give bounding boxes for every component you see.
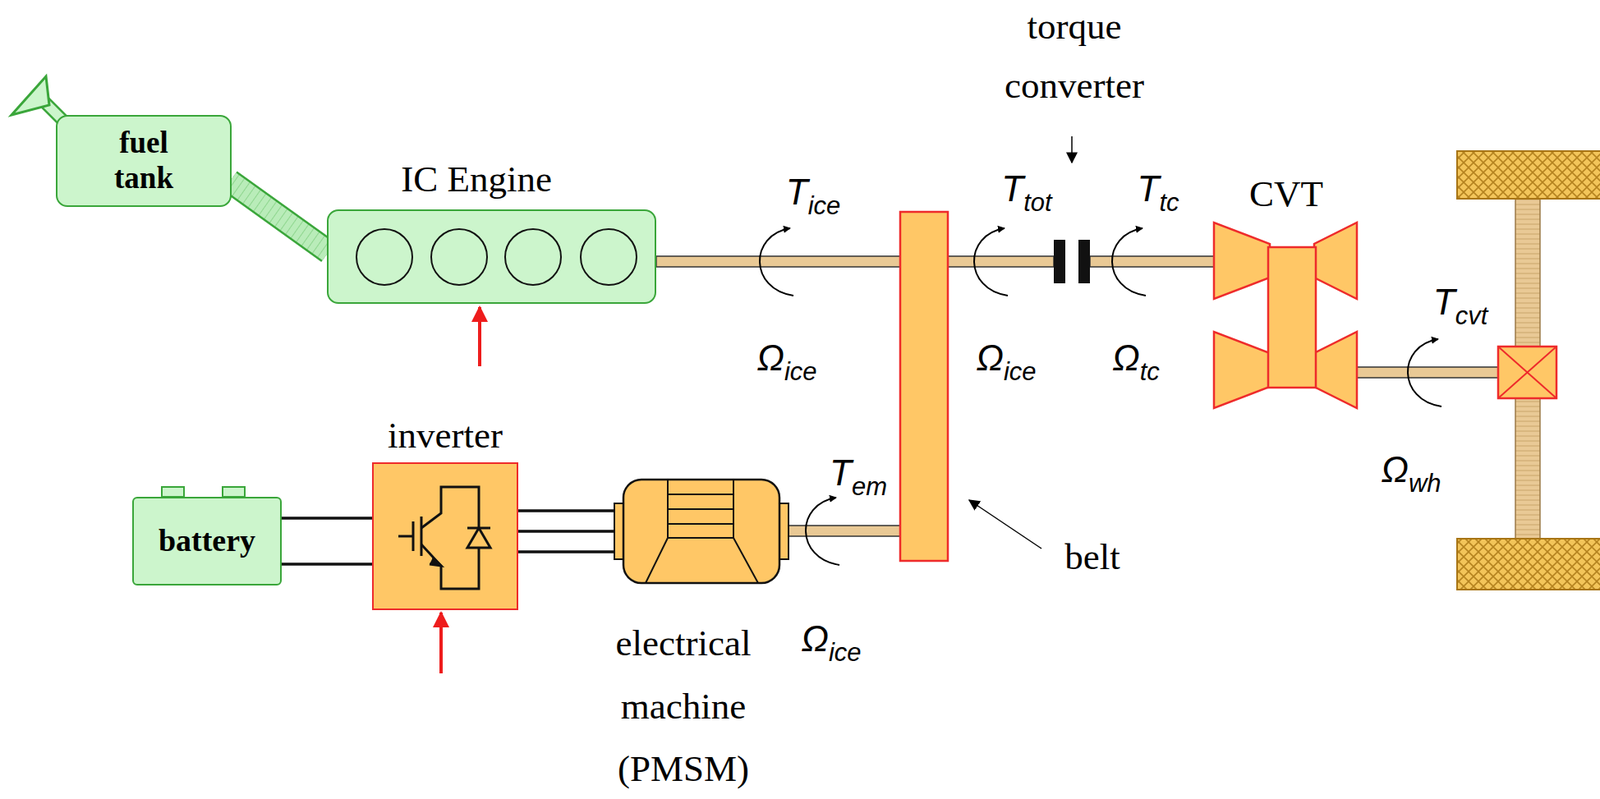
diode-bar — [467, 527, 491, 530]
wire — [518, 550, 623, 554]
fuel-pipe — [229, 181, 329, 253]
cvt-belt — [1268, 247, 1316, 388]
igbt-symbol — [398, 487, 491, 589]
power-wires — [281, 518, 373, 565]
signal-name: Ωtc — [1112, 340, 1160, 377]
control-arrow — [478, 307, 482, 367]
box-heading: electrical machine (PMSM) — [580, 611, 787, 799]
wire — [518, 529, 623, 534]
box-label: fuel tank — [94, 125, 194, 196]
machine-detail — [645, 479, 759, 584]
wire — [518, 509, 623, 513]
part-label: belt — [1064, 535, 1120, 579]
torque-arrow — [805, 497, 840, 566]
cylinder — [356, 229, 413, 286]
machine-drawing — [622, 478, 781, 584]
signal-name: Tem — [829, 455, 888, 492]
signal-name: Ωice — [800, 620, 861, 658]
torque-converter-plate — [1053, 239, 1066, 284]
torque-converter-plate — [1078, 239, 1090, 284]
cvt-pulley — [1314, 331, 1357, 409]
box-heading: inverter — [387, 414, 503, 458]
machine-shaft — [780, 525, 901, 537]
engine-box: IC Engine — [326, 209, 657, 304]
wire — [281, 516, 373, 520]
output-shaft — [1356, 367, 1499, 378]
engine-drawing — [328, 211, 655, 303]
cvt-pulley — [1314, 222, 1357, 299]
fuel-pipe — [229, 181, 329, 253]
signal-name: Tcvt — [1433, 284, 1489, 321]
torque-arrow — [759, 228, 794, 296]
igbt-emitter-arrow — [429, 557, 442, 566]
signal-name: Ωice — [756, 340, 817, 377]
cylinder — [505, 229, 561, 286]
cvt-pulley — [1213, 222, 1270, 299]
cylinder — [431, 229, 488, 286]
fuel-tank-box: fuel tank — [55, 114, 232, 207]
shaft — [1089, 256, 1215, 267]
box-label: battery — [158, 523, 256, 560]
differential — [1498, 346, 1557, 399]
engine-shaft — [656, 256, 901, 267]
diode-triangle — [467, 528, 491, 548]
signal-name: Ωwh — [1380, 451, 1441, 488]
wheel — [1457, 538, 1600, 590]
wire — [281, 562, 373, 566]
power-wires — [518, 510, 623, 552]
differential-cross — [1498, 346, 1557, 399]
signal-name: Ωice — [975, 340, 1036, 377]
inverter-box: inverter — [372, 462, 519, 611]
cvt-pulley — [1213, 331, 1270, 409]
signal-name: Ttot — [1001, 170, 1052, 207]
shaft — [947, 256, 1054, 267]
inverter-drawing — [373, 464, 517, 609]
igbt-leads — [421, 487, 479, 589]
igbt-gate — [398, 516, 422, 557]
cylinder — [580, 229, 637, 286]
leader-arrow — [969, 500, 1042, 549]
control-arrow — [439, 612, 443, 674]
box-heading: IC Engine — [400, 158, 552, 202]
torque-arrow — [1112, 228, 1146, 296]
signal-name: Tice — [786, 174, 842, 211]
machine-box: electrical machine (PMSM) — [622, 478, 781, 584]
torque-arrow — [974, 228, 1008, 296]
battery-box: battery — [132, 496, 282, 586]
battery-terminal — [161, 487, 184, 497]
part-label: torque converter — [971, 0, 1178, 115]
wheel — [1457, 151, 1600, 199]
part-label: CVT — [1249, 172, 1324, 216]
leader-arrow — [1071, 136, 1073, 163]
fuel-funnel — [11, 76, 50, 115]
torque-arrow — [1407, 339, 1442, 407]
signal-name: Ttc — [1136, 170, 1179, 207]
fuel-line — [229, 181, 329, 253]
belt-drive — [900, 211, 948, 561]
battery-terminal — [222, 487, 245, 497]
machine-housing — [623, 479, 780, 584]
